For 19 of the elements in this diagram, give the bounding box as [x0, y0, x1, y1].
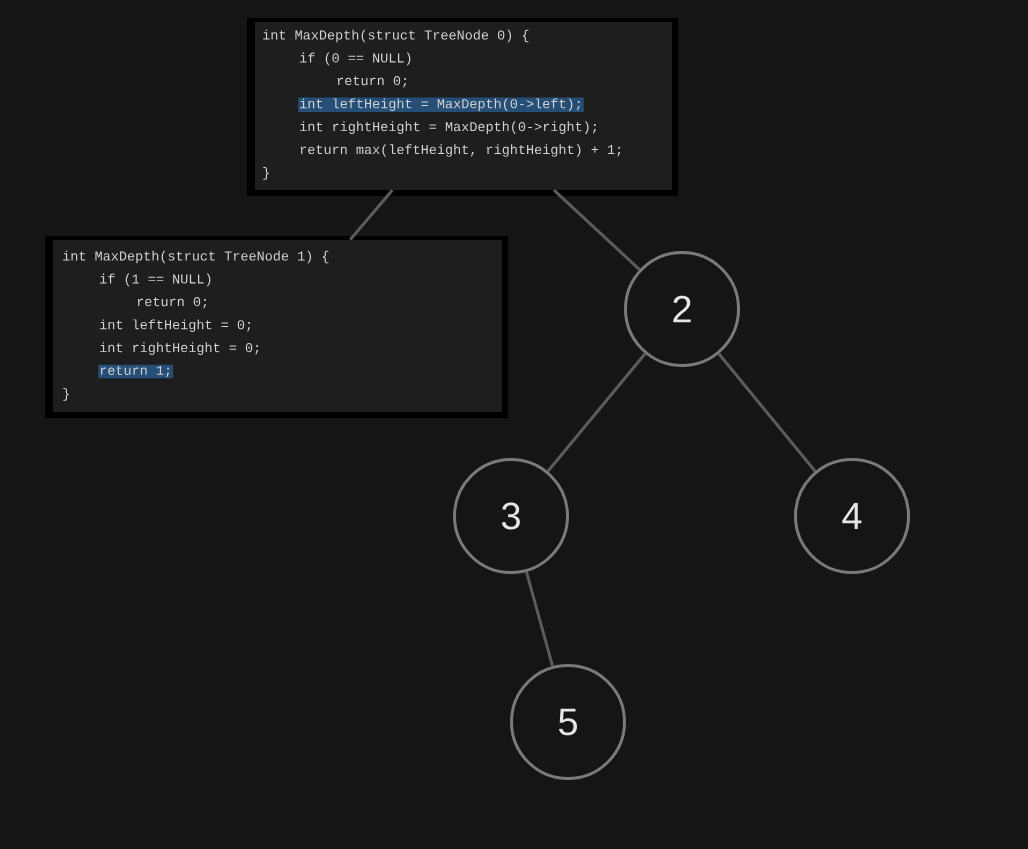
code-line: int rightHeight = 0;: [100, 342, 259, 355]
tree-edge: [717, 352, 817, 473]
code-line: }: [263, 167, 269, 180]
code-block: [247, 18, 678, 196]
tree-edge: [525, 571, 554, 667]
code-line: return 0;: [137, 297, 207, 309]
code-line: return 0;: [337, 76, 407, 88]
code-line: int rightHeight = MaxDepth(0->right);: [300, 121, 596, 134]
code-line: if (0 == NULL): [300, 52, 411, 66]
code-line: int MaxDepth(struct TreeNode 0) {: [263, 29, 529, 43]
code-line: int leftHeight = 0;: [100, 319, 251, 332]
code-line: return max(leftHeight, rightHeight) + 1;: [300, 144, 621, 157]
tree-edge: [552, 189, 641, 271]
code-line: if (1 == NULL): [100, 273, 211, 287]
tree-edge: [546, 352, 647, 473]
code-line: int MaxDepth(struct TreeNode 1) {: [63, 250, 329, 264]
code-block: [45, 236, 508, 418]
code-line: }: [63, 388, 69, 401]
tree-edge: [349, 189, 394, 241]
